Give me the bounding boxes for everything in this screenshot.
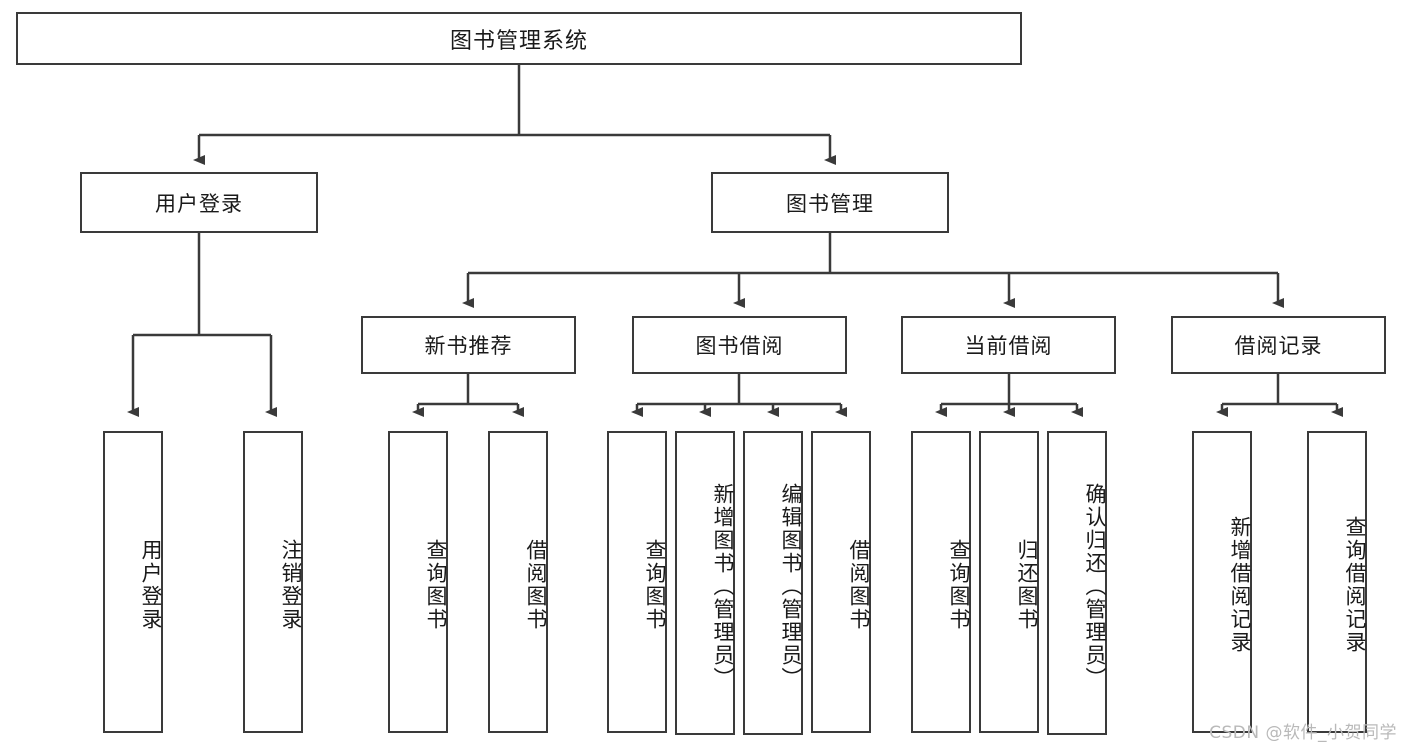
node-current-borrow[interactable]: 当前借阅 (901, 316, 1116, 374)
leaf-label: 注销登录 (279, 539, 303, 631)
leaf-user-login[interactable]: 用户登录 (103, 431, 163, 733)
watermark: CSDN @软件_小贺同学 (1209, 723, 1397, 743)
leaf-query-borrow-record[interactable]: 查询借阅记录 (1307, 431, 1367, 733)
leaf-label: 查询图书 (424, 539, 448, 631)
leaf-label: 借阅图书 (847, 539, 871, 631)
leaf-query-book-borrow[interactable]: 查询图书 (607, 431, 667, 733)
node-book-borrow[interactable]: 图书借阅 (632, 316, 847, 374)
leaf-return-book[interactable]: 归还图书 (979, 431, 1039, 733)
node-user-login[interactable]: 用户登录 (80, 172, 318, 233)
leaf-logout[interactable]: 注销登录 (243, 431, 303, 733)
leaf-label: 借阅图书 (524, 539, 548, 631)
leaf-label: 归还图书 (1015, 539, 1039, 631)
leaf-label: 编辑图书（管理员） (779, 482, 803, 690)
leaf-add-book-admin[interactable]: 新增图书（管理员） (675, 431, 735, 735)
node-root-system[interactable]: 图书管理系统 (16, 12, 1022, 65)
leaf-label: 确认归还（管理员） (1083, 482, 1107, 690)
leaf-label: 新增图书（管理员） (711, 482, 735, 690)
leaf-borrow-book[interactable]: 借阅图书 (811, 431, 871, 733)
leaf-borrow-book-recommend[interactable]: 借阅图书 (488, 431, 548, 733)
leaf-edit-book-admin[interactable]: 编辑图书（管理员） (743, 431, 803, 735)
leaf-query-book-recommend[interactable]: 查询图书 (388, 431, 448, 733)
leaf-label: 新增借阅记录 (1228, 516, 1252, 654)
leaf-label: 用户登录 (139, 539, 163, 631)
leaf-confirm-return-admin[interactable]: 确认归还（管理员） (1047, 431, 1107, 735)
leaf-label: 查询图书 (947, 539, 971, 631)
node-book-management[interactable]: 图书管理 (711, 172, 949, 233)
leaf-query-book-current[interactable]: 查询图书 (911, 431, 971, 733)
node-borrow-record[interactable]: 借阅记录 (1171, 316, 1386, 374)
leaf-label: 查询借阅记录 (1343, 516, 1367, 654)
leaf-add-borrow-record[interactable]: 新增借阅记录 (1192, 431, 1252, 733)
leaf-label: 查询图书 (643, 539, 667, 631)
node-new-book-recommend[interactable]: 新书推荐 (361, 316, 576, 374)
